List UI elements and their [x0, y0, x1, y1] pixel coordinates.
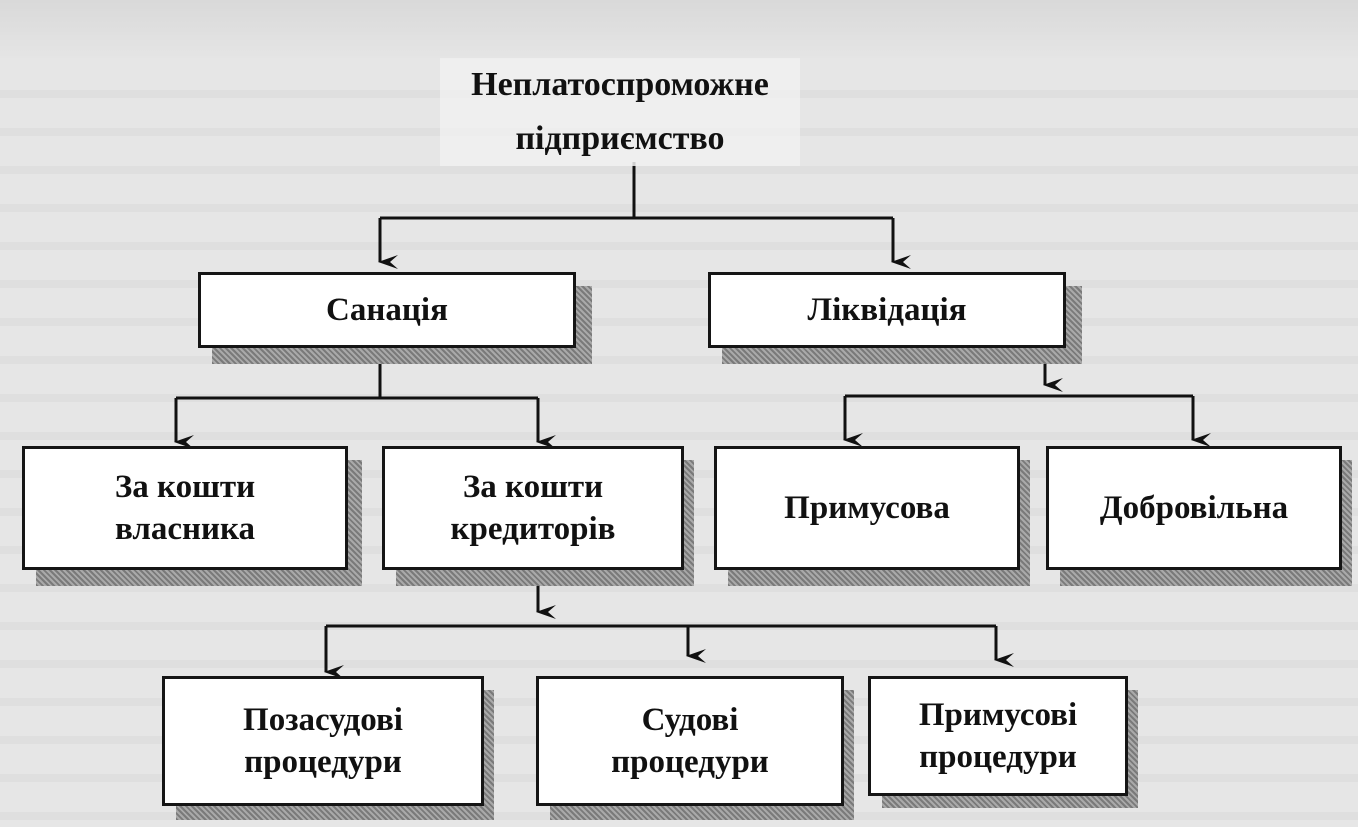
node-liquidation-label: Ліквідація	[807, 292, 967, 328]
node-court: Судові процедури	[536, 676, 844, 806]
node-sanation-label: Санація	[326, 292, 448, 328]
node-voluntary: Добровільна	[1046, 446, 1342, 570]
node-sanation: Санація	[198, 272, 576, 348]
node-out-of-court: Позасудові процедури	[162, 676, 484, 806]
node-owner-funds-label: За кошти власника	[114, 469, 256, 547]
node-out-of-court-label: Позасудові процедури	[243, 702, 403, 780]
node-creditor-funds-label: За кошти кредиторів	[450, 469, 616, 547]
node-liquidation: Ліквідація	[708, 272, 1066, 348]
root-node: Неплатоспроможне підприємство	[440, 58, 800, 166]
node-forced-procedures: Примусові процедури	[868, 676, 1128, 796]
node-forced-procedures-label: Примусові процедури	[918, 697, 1078, 775]
node-forced-label: Примусова	[784, 490, 950, 526]
node-owner-funds: За кошти власника	[22, 446, 348, 570]
node-forced: Примусова	[714, 446, 1020, 570]
node-court-label: Судові процедури	[611, 702, 769, 780]
node-voluntary-label: Добровільна	[1099, 490, 1289, 526]
node-creditor-funds: За кошти кредиторів	[382, 446, 684, 570]
root-label: Неплатоспроможне підприємство	[471, 66, 769, 157]
